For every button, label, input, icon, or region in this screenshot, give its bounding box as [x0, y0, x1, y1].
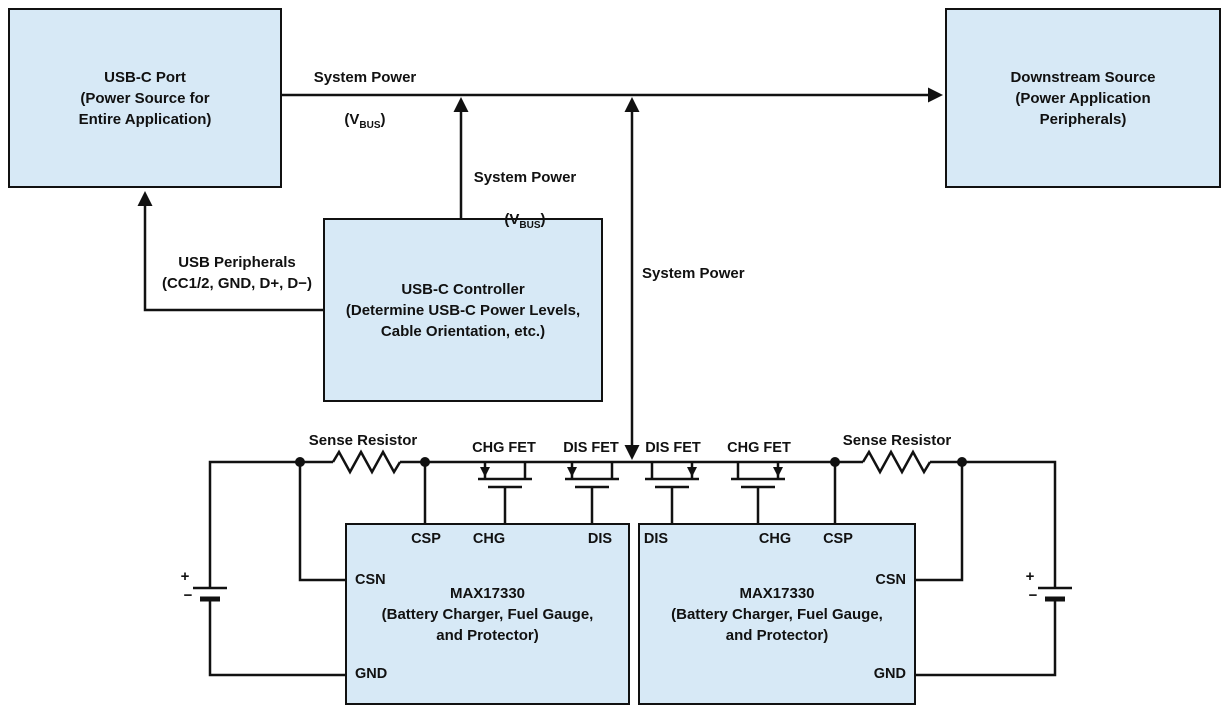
vbus-sub: BUS [359, 120, 381, 131]
pin-gnd-right: GND [873, 666, 906, 682]
dis-fet-right-label: DIS FET [645, 440, 701, 456]
max17330-right-text: MAX17330 (Battery Charger, Fuel Gauge, a… [671, 583, 883, 646]
chg-fet-left-arrow [480, 467, 490, 477]
chg-fet-right-label: CHG FET [727, 440, 791, 456]
max17330-right-subtitle: (Battery Charger, Fuel Gauge, and Protec… [671, 605, 883, 644]
max17330-left-text: MAX17330 (Battery Charger, Fuel Gauge, a… [382, 583, 594, 646]
system-power-top-line2: (VBUS) [314, 109, 417, 131]
dis-fet-left-arrow [567, 467, 577, 477]
arrow-to-usbc-port [137, 191, 153, 206]
junction-dot-csn-left [295, 457, 305, 467]
vbus-pre: (V [344, 111, 360, 128]
csn-right-wire [916, 462, 964, 582]
downstream-source-box: Downstream Source (Power Application Per… [945, 8, 1221, 188]
battery-right-minus-sign: − [1028, 587, 1038, 604]
battery-left-plus-sign: + [180, 568, 190, 585]
junction-dot-csn-right [957, 457, 967, 467]
pin-csp-right: CSP [823, 531, 853, 547]
sense-resistor-left-label: Sense Resistor [308, 432, 418, 449]
arrow-to-downstream [928, 87, 943, 103]
sense-resistor-right-symbol [861, 449, 932, 475]
pin-gnd-left: GND [355, 666, 388, 682]
vbus-post: ) [380, 111, 386, 128]
max17330-left-subtitle: (Battery Charger, Fuel Gauge, and Protec… [381, 605, 594, 644]
max17330-right-box: MAX17330 (Battery Charger, Fuel Gauge, a… [638, 523, 916, 705]
vbus-post: ) [540, 211, 546, 228]
pin-chg-right: CHG [758, 531, 792, 547]
system-power-mid-line1: System Power [473, 169, 577, 186]
system-power-vbus-label-mid: System Power (VBUS) [474, 146, 577, 252]
pin-dis-left: DIS [587, 531, 613, 547]
arrow-center-down [624, 445, 640, 460]
system-power-top-line1: System Power [313, 69, 417, 86]
max17330-left-title: MAX17330 [449, 584, 526, 602]
gnd-right-wire [916, 601, 1057, 677]
usb-peripherals-wire [143, 200, 323, 312]
sense-resistor-right-label: Sense Resistor [842, 432, 952, 449]
arrow-controller-to-bus [453, 97, 469, 112]
dis-fet-left-label: DIS FET [563, 440, 619, 456]
wires-group [143, 93, 1072, 677]
usb-c-controller-text: USB-C Controller (Determine USB-C Power … [345, 280, 581, 340]
system-power-vbus-label-top: System Power (VBUS) [314, 46, 417, 152]
gnd-left-wire [208, 601, 345, 677]
pin-csn-right: CSN [875, 572, 906, 588]
system-power-label-center: System Power [642, 265, 745, 282]
pin-csn-left: CSN [355, 572, 386, 588]
pin-csp-left: CSP [411, 531, 441, 547]
junction-dot-csp-right [830, 457, 840, 467]
pin-chg-left: CHG [472, 531, 506, 547]
battery-bus-wire [208, 460, 1057, 588]
max17330-right-title: MAX17330 [739, 584, 815, 602]
usb-c-port-text: USB-C Port (Power Source for Entire Appl… [78, 68, 212, 128]
battery-right-plus-sign: + [1025, 568, 1035, 585]
usb-c-port-box: USB-C Port (Power Source for Entire Appl… [8, 8, 282, 188]
dis-fet-right-arrow [687, 467, 697, 477]
csn-left-wire [298, 462, 345, 582]
sense-resistor-left-symbol [331, 449, 402, 475]
chg-fet-right-arrow [773, 467, 783, 477]
vbus-pre: (V [504, 211, 520, 228]
arrowheads-and-dots [137, 87, 967, 477]
pin-dis-right: DIS [643, 531, 669, 547]
max17330-left-box: MAX17330 (Battery Charger, Fuel Gauge, a… [345, 523, 630, 705]
usb-peripherals-label: USB Peripherals (CC1/2, GND, D+, D−) [161, 254, 313, 292]
junction-dot-csp-left [420, 457, 430, 467]
downstream-source-text: Downstream Source (Power Application Per… [1010, 68, 1156, 128]
battery-left-minus-sign: − [183, 587, 193, 604]
chg-fet-left-label: CHG FET [472, 440, 536, 456]
vbus-sub: BUS [519, 220, 541, 231]
usb-c-controller-box: USB-C Controller (Determine USB-C Power … [323, 218, 603, 402]
arrow-center-up [624, 97, 640, 112]
system-power-mid-line2: (VBUS) [474, 209, 577, 231]
